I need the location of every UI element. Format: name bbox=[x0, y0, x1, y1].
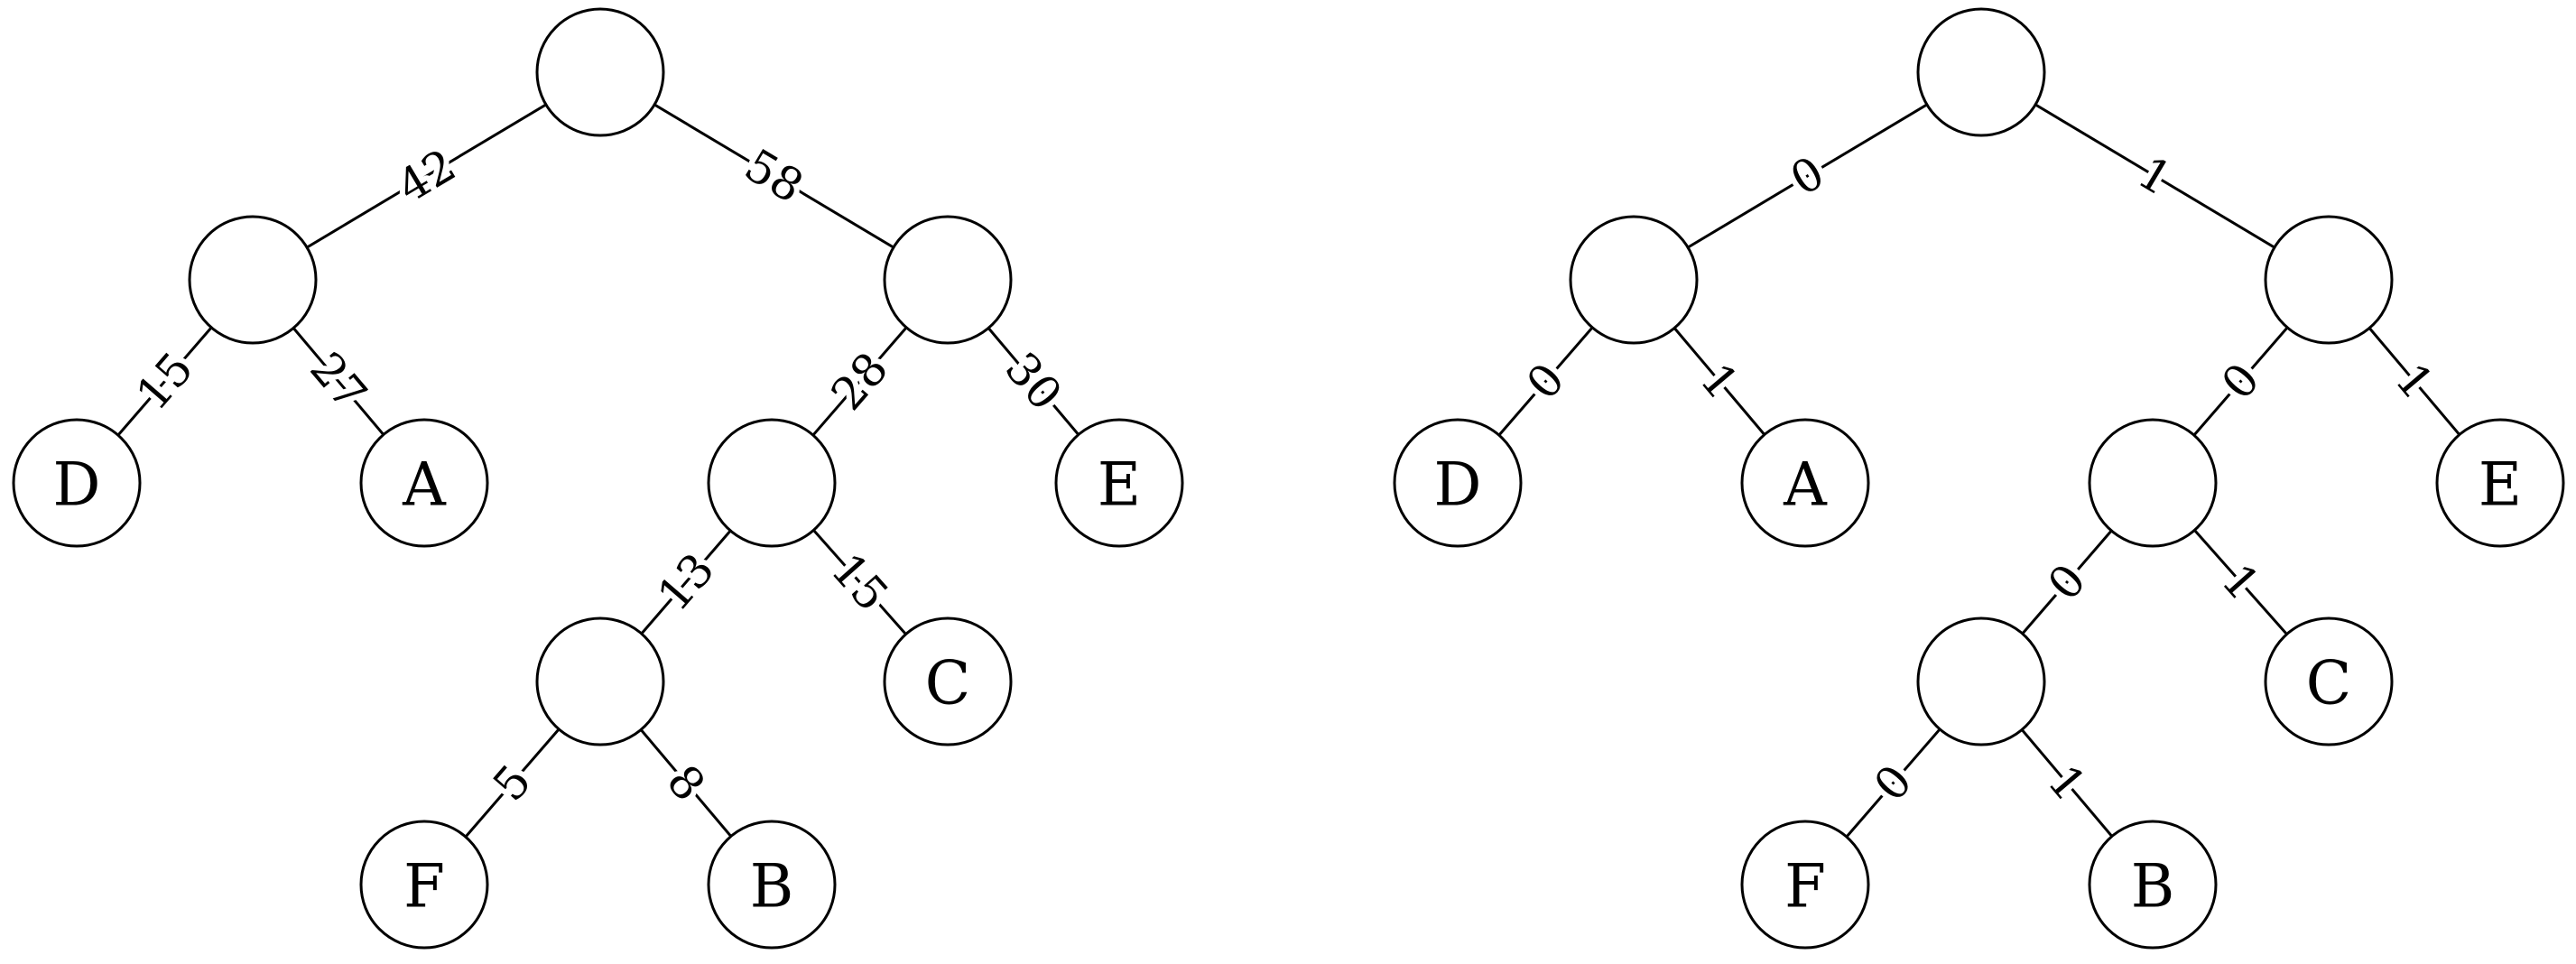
node-n13 bbox=[1916, 616, 2046, 746]
node-label: D bbox=[53, 450, 101, 520]
edge-label-n13-F: 5 bbox=[483, 755, 542, 811]
edge-label-n58-n28: 28 bbox=[821, 342, 898, 420]
edge-label-n28-n13: 13 bbox=[647, 543, 724, 621]
node-label: C bbox=[2306, 649, 2352, 718]
node-circle bbox=[707, 418, 837, 548]
edge-label-n42-A: 1 bbox=[1691, 354, 1749, 410]
edge-label-n42-D: 15 bbox=[126, 342, 203, 420]
node-label: A bbox=[1783, 450, 1828, 520]
edge-label-n58-n28: 0 bbox=[2211, 353, 2270, 409]
edge-label-n13-F: 0 bbox=[1864, 755, 1923, 811]
node-circle bbox=[1740, 418, 1870, 548]
edge-label-root-n58: 58 bbox=[736, 139, 811, 213]
node-circle bbox=[2088, 820, 2218, 950]
node-circle bbox=[2264, 616, 2394, 746]
node-circle bbox=[2264, 215, 2394, 345]
edge-label-n58-E: 1 bbox=[2386, 354, 2444, 410]
edge-label-n28-C: 15 bbox=[821, 543, 899, 621]
node-n13 bbox=[535, 616, 665, 746]
node-circle bbox=[1916, 7, 2046, 137]
node-label: C bbox=[925, 649, 971, 718]
node-label: E bbox=[1098, 450, 1141, 520]
edge-label-n13-B: 8 bbox=[657, 755, 716, 811]
node-root bbox=[1916, 7, 2046, 137]
node-n58 bbox=[2264, 215, 2394, 345]
node-label: B bbox=[750, 852, 794, 922]
node-E: E bbox=[2435, 418, 2565, 548]
node-circle bbox=[12, 418, 142, 548]
node-circle bbox=[2435, 418, 2565, 548]
node-circle bbox=[188, 215, 318, 345]
edge-root-n42 bbox=[1633, 70, 1982, 282]
node-circle bbox=[535, 7, 665, 137]
edge-root-n42 bbox=[252, 70, 601, 282]
node-label: F bbox=[403, 852, 445, 922]
node-circle bbox=[1740, 820, 1870, 950]
edge-root-n58 bbox=[1980, 70, 2330, 282]
node-A: A bbox=[1740, 418, 1870, 548]
node-circle bbox=[707, 820, 837, 950]
edge-label-n42-A: 27 bbox=[300, 342, 376, 420]
node-circle bbox=[1054, 418, 1184, 548]
node-n42 bbox=[1569, 215, 1699, 345]
node-label: E bbox=[2479, 450, 2522, 520]
node-label: D bbox=[1434, 450, 1482, 520]
edge-label-n58-E: 30 bbox=[995, 342, 1071, 420]
node-circle bbox=[1916, 616, 2046, 746]
node-n28 bbox=[2088, 418, 2218, 548]
edge-label-n42-D: 0 bbox=[1516, 353, 1575, 409]
node-n42 bbox=[188, 215, 318, 345]
node-B: B bbox=[2088, 820, 2218, 950]
node-circle bbox=[1393, 418, 1523, 548]
edge-label-n13-B: 1 bbox=[2038, 755, 2097, 811]
node-F: F bbox=[359, 820, 489, 950]
node-C: C bbox=[2264, 616, 2394, 746]
node-circle bbox=[1569, 215, 1699, 345]
edge-root-n58 bbox=[599, 70, 949, 282]
node-C: C bbox=[883, 616, 1013, 746]
node-circle bbox=[883, 616, 1013, 746]
node-D: D bbox=[1393, 418, 1523, 548]
node-n58 bbox=[883, 215, 1013, 345]
node-A: A bbox=[359, 418, 489, 548]
node-circle bbox=[535, 616, 665, 746]
node-label: A bbox=[402, 450, 447, 520]
node-circle bbox=[359, 418, 489, 548]
node-B: B bbox=[707, 820, 837, 950]
edge-label-root-n42: 42 bbox=[388, 139, 464, 213]
edge-label-n28-n13: 0 bbox=[2038, 554, 2097, 610]
edge-label-n28-C: 1 bbox=[2211, 554, 2270, 610]
node-F: F bbox=[1740, 820, 1870, 950]
node-E: E bbox=[1054, 418, 1184, 548]
node-circle bbox=[2088, 418, 2218, 548]
edge-label-root-n42: 0 bbox=[1782, 146, 1833, 206]
node-D: D bbox=[12, 418, 142, 548]
node-circle bbox=[883, 215, 1013, 345]
node-label: B bbox=[2131, 852, 2175, 922]
node-root bbox=[535, 7, 665, 137]
node-n28 bbox=[707, 418, 837, 548]
node-label: F bbox=[1784, 852, 1826, 922]
node-circle bbox=[359, 820, 489, 950]
edge-label-root-n58: 1 bbox=[2129, 146, 2181, 206]
